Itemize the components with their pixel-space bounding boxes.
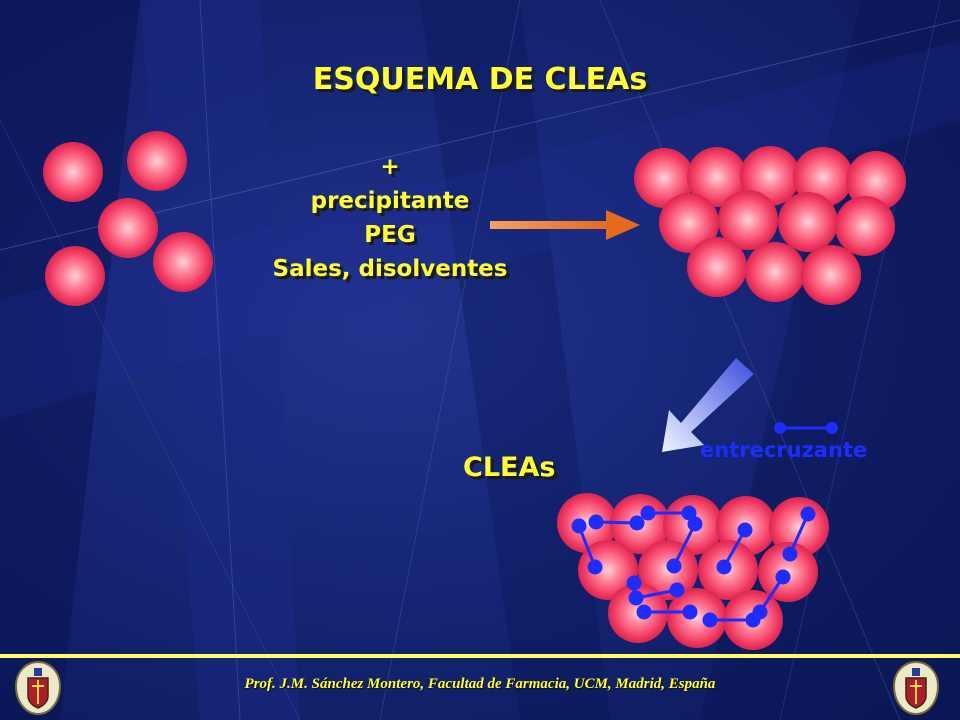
enzyme-sphere xyxy=(98,198,158,258)
enzyme-sphere xyxy=(127,131,187,191)
university-crest-icon xyxy=(14,660,62,716)
precipitation-arrow xyxy=(490,210,640,240)
university-crest-icon xyxy=(892,660,940,716)
product-label: CLEAs xyxy=(463,452,556,483)
free-enzymes xyxy=(43,131,213,306)
reagent-peg: PEG xyxy=(364,222,416,248)
enzyme-sphere xyxy=(45,246,105,306)
reagent-precipitant: precipitante xyxy=(310,188,470,214)
reagents-list: + precipitante PEG Sales, disolventes xyxy=(240,150,540,286)
reagent-salts: Sales, disolventes xyxy=(272,256,508,282)
crosslinker-legend xyxy=(774,422,838,434)
crosslinking-arrow xyxy=(662,358,754,452)
slide-title: ESQUEMA DE CLEAs xyxy=(312,62,648,97)
reagent-plus: + xyxy=(380,154,400,180)
enzyme-aggregate xyxy=(634,146,906,305)
footer-credit: Prof. J.M. Sánchez Montero, Facultad de … xyxy=(244,676,716,692)
enzyme-sphere xyxy=(43,142,103,202)
crosslinker-label: entrecruzante xyxy=(700,438,868,462)
crosslinks xyxy=(571,505,816,628)
footer-divider xyxy=(0,654,960,658)
enzyme-sphere xyxy=(153,232,213,292)
